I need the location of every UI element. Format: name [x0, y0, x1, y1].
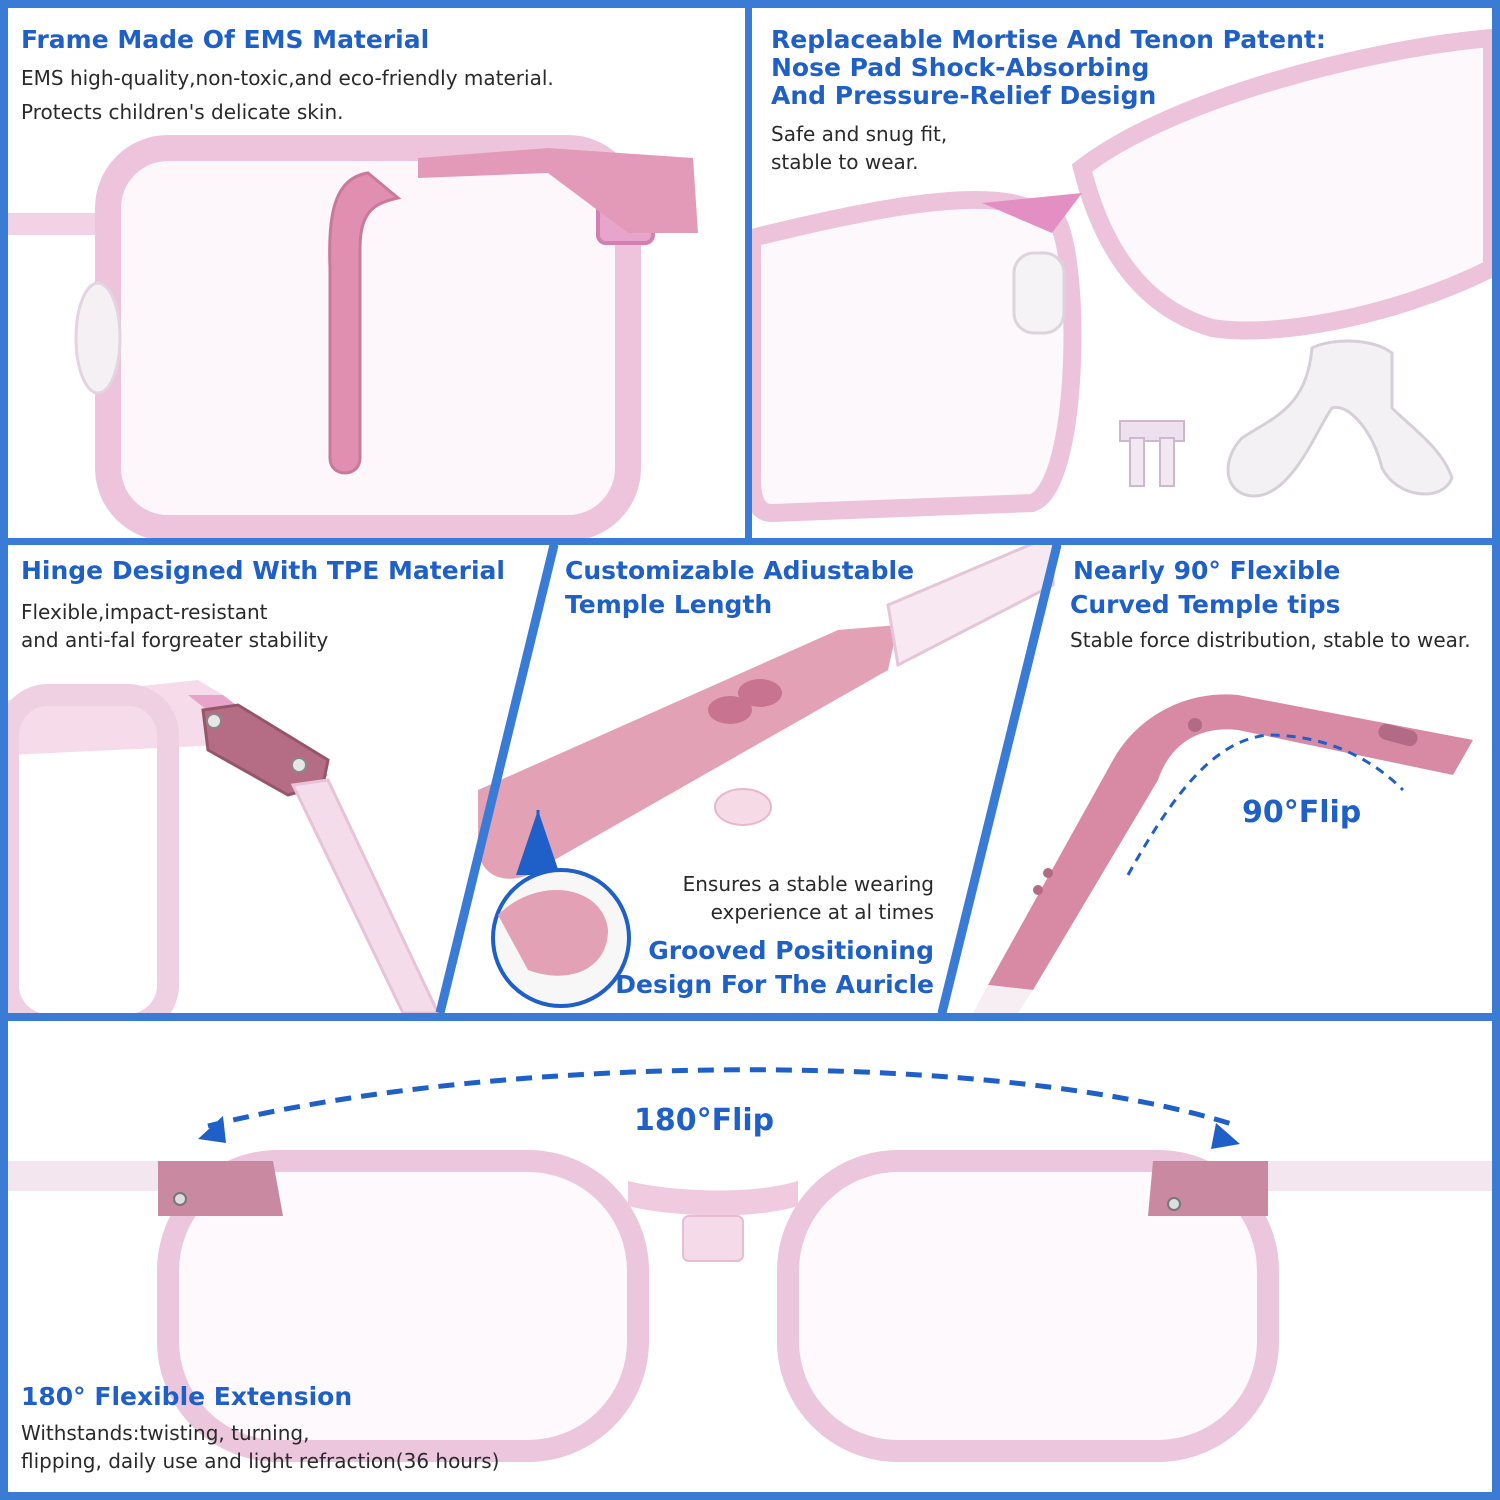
glasses-frame-closeup-illustration [8, 135, 698, 538]
panel1-text-line1: EMS high-quality,non-toxic,and eco-frien… [21, 66, 554, 90]
panel1-title: Frame Made Of EMS Material [21, 25, 430, 54]
panel4-subtitle-line1: Grooved Positioning [648, 936, 934, 965]
panel1-text-line2: Protects children's delicate skin. [21, 100, 344, 124]
panel5-title-line2: Curved Temple tips [1070, 590, 1341, 619]
panel2-text-line1: Safe and snug fit, [771, 122, 948, 146]
panel3-text-line1: Flexible,impact-resistant [21, 600, 268, 624]
panel-ems-frame: Frame Made Of EMS Material EMS high-qual… [8, 8, 745, 538]
panel4-subtitle-line2: Design For The Auricle [615, 970, 934, 999]
nose-pad-illustration [752, 28, 1492, 523]
panel-180-extension: 180°Flip 180° Flexible Extension Withsta… [8, 1021, 1492, 1492]
panel4-title-line2: Temple Length [565, 590, 773, 619]
panel2-title-line2: Nose Pad Shock-Absorbing [771, 53, 1150, 82]
panel5-text-line1: Stable force distribution, stable to wea… [1070, 628, 1471, 652]
panel4-title-line1: Customizable Adiustable [565, 556, 915, 585]
panel6-flip-label: 180°Flip [634, 1103, 775, 1138]
panel6-text-line2: flipping, daily use and light refraction… [21, 1449, 500, 1473]
panel2-title-line1: Replaceable Mortise And Tenon Patent: [771, 25, 1326, 54]
panel4-text-line2: experience at al times [710, 900, 934, 924]
panel5-title-line1: Nearly 90° Flexible [1073, 556, 1341, 585]
panel2-text-line2: stable to wear. [771, 150, 919, 174]
panel-nose-pad: Replaceable Mortise And Tenon Patent: No… [752, 8, 1492, 538]
glasses-front-view-illustration [8, 1067, 1492, 1462]
middle-row: Hinge Designed With TPE Material Flexibl… [8, 545, 1492, 1013]
middle-row-illustrations [8, 545, 1492, 1013]
panel6-title: 180° Flexible Extension [21, 1382, 353, 1411]
panel3-text-line2: and anti-fal forgreater stability [21, 628, 329, 652]
panel4-text-line1: Ensures a stable wearing [682, 872, 934, 896]
panel3-title: Hinge Designed With TPE Material [21, 556, 505, 585]
panel5-flip-label: 90°Flip [1242, 795, 1362, 830]
panel6-text-line1: Withstands:twisting, turning, [21, 1421, 310, 1445]
panel2-title-line3: And Pressure-Relief Design [771, 81, 1157, 110]
